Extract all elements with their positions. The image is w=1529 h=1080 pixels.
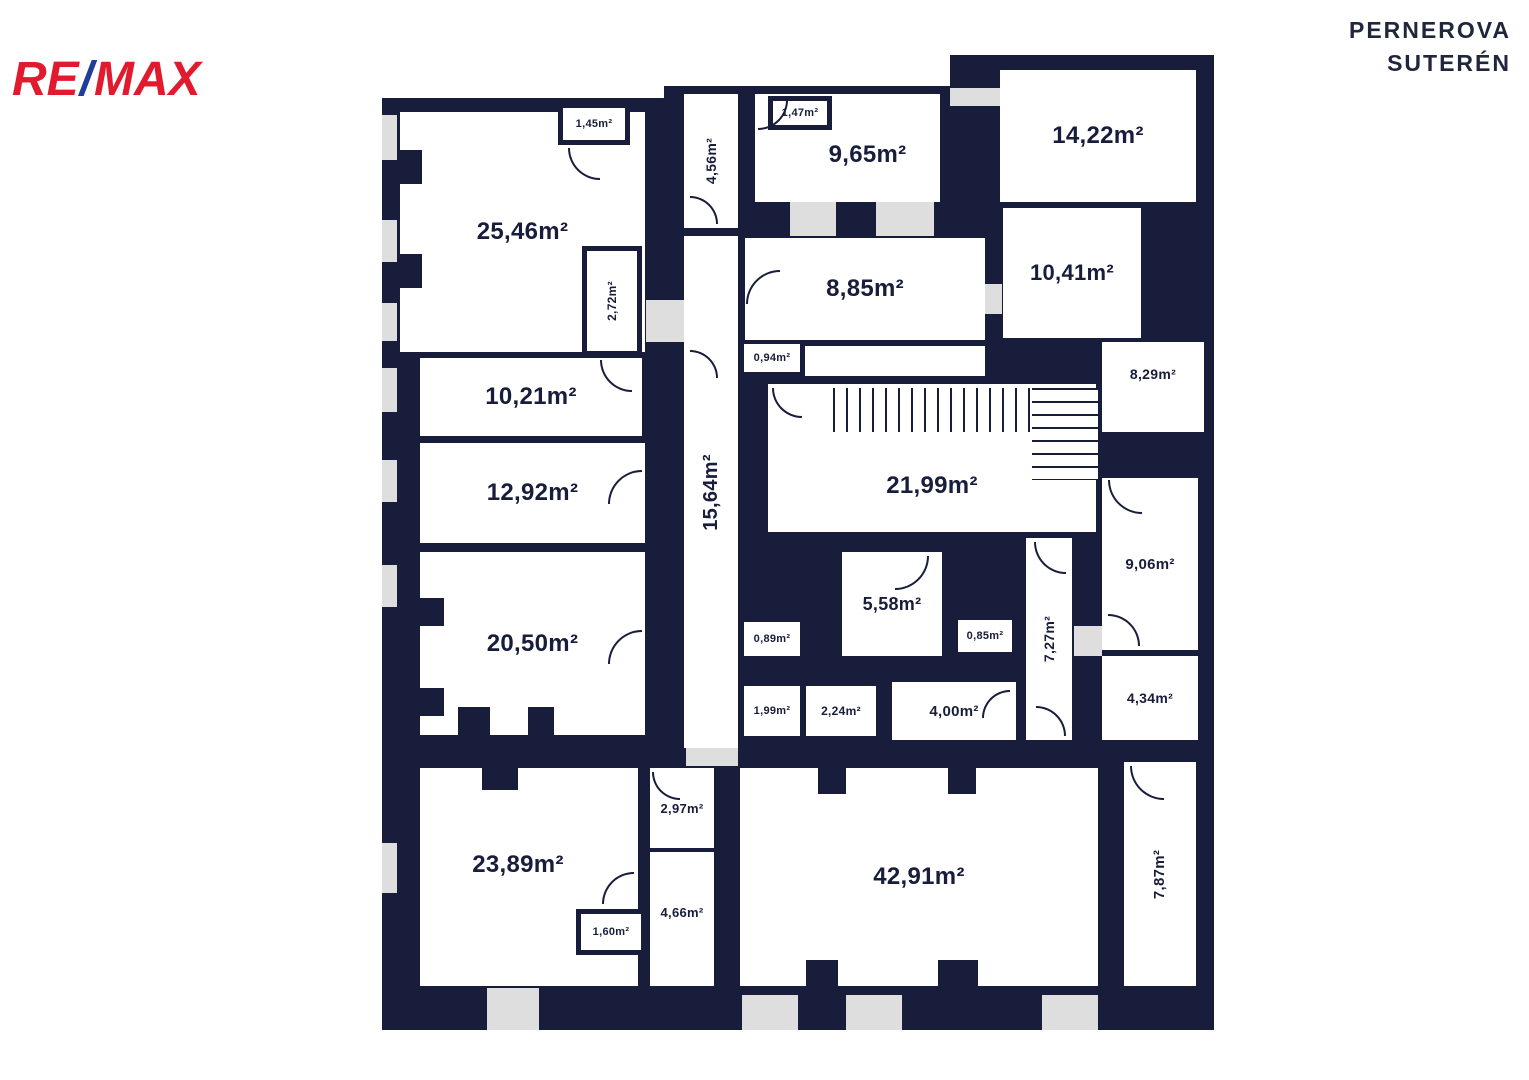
room-label: 1,60m² xyxy=(592,926,630,938)
room-label: 25,46m² xyxy=(476,218,569,245)
room-8-85: 8,85m² xyxy=(745,238,985,340)
room-label: 0,94m² xyxy=(753,352,791,364)
window-opening xyxy=(382,460,397,502)
room-8-29: 8,29m² xyxy=(1102,342,1204,432)
logo-max: MAX xyxy=(94,53,201,106)
door-opening xyxy=(790,202,836,236)
room-2-72: 2,72m² xyxy=(582,246,642,356)
wall-pier xyxy=(420,688,444,716)
window-opening xyxy=(382,115,397,160)
room-label: 0,85m² xyxy=(966,630,1004,642)
room-label: 4,34m² xyxy=(1126,690,1174,706)
room-label: 8,29m² xyxy=(1129,366,1177,382)
room-label: 21,99m² xyxy=(886,472,978,499)
window-opening xyxy=(382,368,397,412)
window-opening xyxy=(1042,995,1098,1030)
room-label: 42,91m² xyxy=(873,863,965,890)
window-opening xyxy=(382,565,397,607)
door-opening xyxy=(686,744,738,766)
logo-slash-icon: / xyxy=(79,53,94,106)
room-4-00: 4,00m² xyxy=(892,682,1016,740)
room-10-41: 10,41m² xyxy=(1003,208,1141,338)
room-0-94: 0,94m² xyxy=(744,344,800,372)
room-4-66: 4,66m² xyxy=(650,852,714,986)
room-label: 1,99m² xyxy=(753,705,791,717)
room-label: 15,64m² xyxy=(699,453,722,531)
room-label: 1,45m² xyxy=(575,118,613,130)
room-label: 0,89m² xyxy=(753,633,791,645)
room-label: 10,21m² xyxy=(485,383,577,410)
hall-strip xyxy=(805,346,985,376)
room-label: 14,22m² xyxy=(1052,122,1144,149)
room-42-91: 42,91m² xyxy=(740,768,1098,986)
room-14-22: 14,22m² xyxy=(1000,70,1196,202)
wall-pier xyxy=(806,960,838,986)
room-label: 2,72m² xyxy=(604,281,619,321)
room-12-92: 12,92m² xyxy=(420,443,645,543)
window-opening xyxy=(846,995,902,1030)
wall-pier xyxy=(948,768,976,794)
room-label: 1,47m² xyxy=(781,107,819,119)
room-0-85: 0,85m² xyxy=(958,620,1012,652)
wall-pier xyxy=(818,768,846,794)
room-label: 20,50m² xyxy=(486,629,579,657)
stairs xyxy=(1032,388,1098,480)
room-label: 2,97m² xyxy=(660,800,704,816)
window-opening xyxy=(382,303,397,341)
room-label: 7,87m² xyxy=(1151,849,1169,899)
room-label: 10,41m² xyxy=(1029,260,1115,285)
room-4-34: 4,34m² xyxy=(1102,656,1198,740)
room-20-50: 20,50m² xyxy=(420,552,645,735)
door-opening xyxy=(1074,626,1102,656)
room-label: 4,56m² xyxy=(702,137,719,185)
room-0-89: 0,89m² xyxy=(744,622,800,656)
wall-pier xyxy=(400,150,422,184)
window-opening xyxy=(950,88,1002,106)
plan-title-street: PERNEROVA xyxy=(1349,17,1511,43)
wall-pier xyxy=(482,768,518,790)
room-label: 9,06m² xyxy=(1125,555,1175,573)
window-opening xyxy=(382,843,397,893)
room-1-47: 1,47m² xyxy=(768,96,832,130)
room-label: 4,66m² xyxy=(660,904,704,920)
room-1-60: 1,60m² xyxy=(576,909,646,955)
plan-title-floor: SUTERÉN xyxy=(1387,50,1511,77)
room-label: 12,92m² xyxy=(486,479,579,506)
window-opening xyxy=(382,220,397,262)
window-opening xyxy=(487,988,539,1030)
plan-title: PERNEROVA SUTERÉN xyxy=(1349,14,1511,81)
room-label: 5,58m² xyxy=(862,593,922,614)
window-opening xyxy=(742,995,798,1030)
room-label: 7,27m² xyxy=(1041,615,1058,663)
remax-logo: RE/MAX xyxy=(12,52,201,107)
wall-pier xyxy=(938,960,978,986)
wall-pier xyxy=(458,707,490,735)
room-label: 2,24m² xyxy=(821,704,861,718)
wall-pier xyxy=(528,707,554,735)
room-4-56: 4,56m² xyxy=(684,94,738,228)
room-1-45: 1,45m² xyxy=(558,103,630,145)
logo-re: RE xyxy=(12,53,79,106)
wall-pier xyxy=(400,254,422,288)
room-9-06: 9,06m² xyxy=(1102,478,1198,650)
room-2-24: 2,24m² xyxy=(806,686,876,736)
room-label: 8,85m² xyxy=(826,275,904,302)
room-1-99: 1,99m² xyxy=(744,686,800,736)
room-5-58: 5,58m² xyxy=(842,552,942,656)
door-opening xyxy=(876,202,934,236)
corridor-15-64: 15,64m² xyxy=(684,236,738,748)
room-label: 23,89m² xyxy=(472,851,564,878)
wall-pier xyxy=(420,598,444,626)
room-label: 4,00m² xyxy=(929,702,979,720)
door-opening xyxy=(646,300,684,342)
stairs xyxy=(833,388,1031,432)
room-label: 9,65m² xyxy=(828,141,907,168)
